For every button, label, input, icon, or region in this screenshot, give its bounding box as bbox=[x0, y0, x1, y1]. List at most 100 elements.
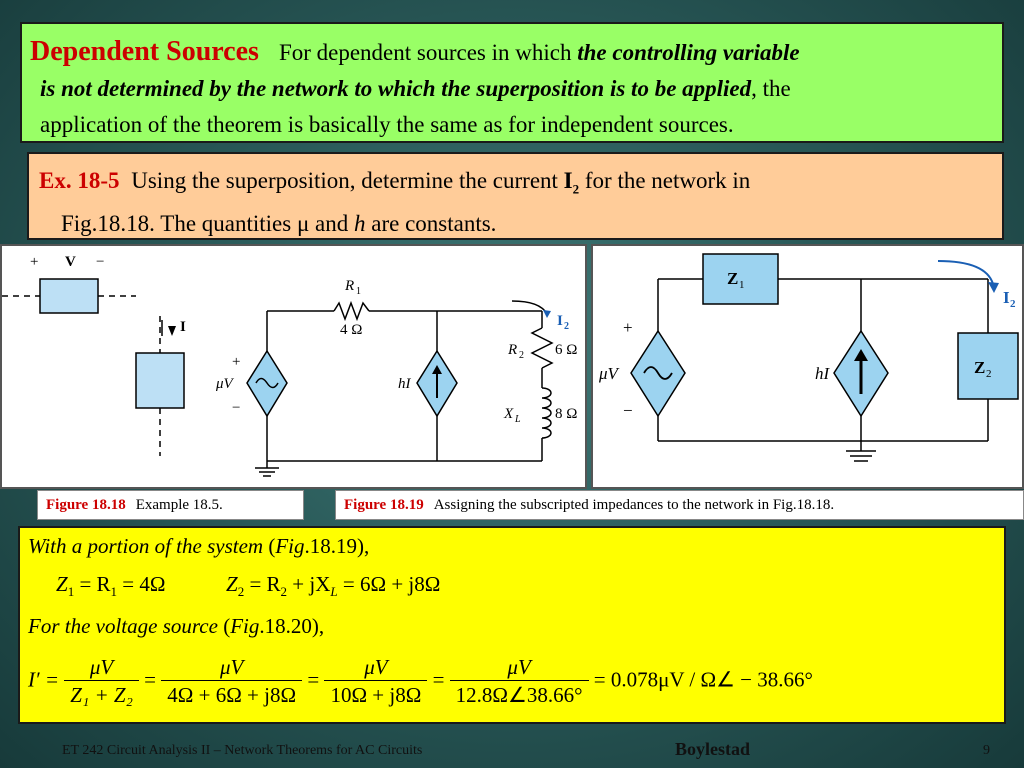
fig19-z2-sub: 2 bbox=[986, 368, 992, 380]
figure-18-19: Z 1 Z 2 I 2 + μV − hI bbox=[591, 244, 1024, 489]
fig19-i2: I bbox=[1003, 288, 1010, 307]
caption-left-label: Figure 18.18 bbox=[46, 497, 126, 513]
frac-4-den: 12.8Ω∠38.66° bbox=[455, 683, 583, 707]
solution-line3-fig: Fig bbox=[230, 614, 260, 638]
fig18-r1-val: 4 Ω bbox=[340, 322, 362, 338]
z1-symbol: Z bbox=[56, 572, 68, 596]
z2-eq: = R bbox=[249, 572, 281, 596]
solution-line-1: With a portion of the system (Fig.18.19)… bbox=[28, 534, 369, 559]
example-text-d: are constants. bbox=[365, 210, 497, 236]
fig18-r2-val: 6 Ω bbox=[555, 342, 577, 358]
r2-sub: 2 bbox=[280, 584, 288, 600]
solution-line3-italic: For the voltage source bbox=[28, 614, 218, 638]
z2-symbol: Z bbox=[226, 572, 238, 596]
fig18-mu-v: μV bbox=[215, 376, 235, 392]
i-prime: I′ = bbox=[28, 667, 60, 692]
frac-3-den: 10Ω + j8Ω bbox=[330, 683, 422, 707]
fig18-r2-sub: 2 bbox=[519, 350, 524, 361]
intro-text-a: For dependent sources in which bbox=[278, 40, 578, 65]
fig18-i: I bbox=[180, 319, 186, 335]
fig19-z1: Z bbox=[727, 269, 738, 288]
figure-18-19-caption: Figure 18.19 Assigning the subscripted im… bbox=[335, 490, 1024, 520]
r1-sub: 1 bbox=[110, 584, 118, 600]
example-box: Ex. 18-5 Using the superposition, determ… bbox=[27, 152, 1004, 240]
footer-page-number: 9 bbox=[983, 743, 990, 758]
fig18-xl-sub: L bbox=[514, 414, 521, 425]
z1-eq-b: = 4Ω bbox=[122, 572, 166, 596]
fig18-plus: + bbox=[30, 254, 38, 270]
caption-left-text: Example 18.5. bbox=[135, 497, 223, 513]
footer-course: ET 242 Circuit Analysis II – Network The… bbox=[62, 743, 423, 758]
intro-line-3: application of the theorem is basically … bbox=[40, 112, 734, 137]
intro-box: Dependent Sources For dependent sources i… bbox=[20, 22, 1004, 143]
z2-sub: 2 bbox=[237, 584, 245, 600]
fig18-i2-sub: 2 bbox=[564, 321, 569, 332]
solution-line3-b: .18.20), bbox=[259, 614, 325, 638]
frac-2-num: μV bbox=[161, 654, 303, 681]
fig19-i2-sub: 2 bbox=[1010, 298, 1016, 310]
fig18-i2: I bbox=[557, 313, 563, 329]
intro-bold-b: is not determined by the network to whic… bbox=[40, 76, 752, 101]
example-line-2: Fig.18.18. The quantities μ and h are co… bbox=[39, 207, 992, 241]
fig18-h-i: hI bbox=[398, 376, 412, 392]
figure-18-18: + V − I R 1 4 Ω R 2 6 Ω X L 8 Ω I 2 + μV… bbox=[0, 244, 587, 489]
fig18-r2: R bbox=[507, 342, 517, 358]
fig18-xl-val: 8 Ω bbox=[555, 406, 577, 422]
frac-4-num: μV bbox=[449, 654, 589, 681]
figure-18-18-diagram: + V − I R 1 4 Ω R 2 6 Ω X L 8 Ω I 2 + μV… bbox=[2, 254, 577, 477]
caption-right-label: Figure 18.19 bbox=[344, 497, 424, 513]
example-current-sub: 2 bbox=[572, 181, 580, 197]
fig18-r1-sub: 1 bbox=[356, 286, 361, 297]
frac-1-den: Z₁ + Z₂ bbox=[70, 683, 133, 707]
fig19-z1-sub: 1 bbox=[739, 279, 745, 291]
fig19-h-i: hI bbox=[815, 364, 831, 383]
example-label: Ex. 18-5 bbox=[39, 168, 120, 193]
solution-line-2: Z1 = R1 = 4Ω Z2 = R2 + jXL = 6Ω + j8Ω bbox=[56, 572, 440, 600]
solution-line3-a: ( bbox=[217, 614, 231, 638]
solution-line1-italic: With a portion of the system bbox=[28, 534, 264, 558]
frac-3-num: μV bbox=[324, 654, 428, 681]
figure-18-19-diagram: Z 1 Z 2 I 2 + μV − hI bbox=[598, 253, 1019, 462]
figure-18-18-caption: Figure 18.18 Example 18.5. bbox=[37, 490, 304, 520]
solution-line1-b: .18.19), bbox=[304, 534, 370, 558]
solution-line1-a: ( bbox=[263, 534, 276, 558]
frac-1-num: μV bbox=[64, 654, 139, 681]
fig18-src-minus: − bbox=[232, 400, 240, 416]
z2-eq-b: + jX bbox=[292, 572, 331, 596]
fig18-xl: X bbox=[503, 406, 514, 422]
fig18-minus: − bbox=[96, 254, 104, 270]
fig19-z2: Z bbox=[974, 358, 985, 377]
solution-line-3: For the voltage source (Fig.18.20), bbox=[28, 614, 324, 639]
fig18-v: V bbox=[65, 254, 76, 270]
solution-result: = 0.078μV / Ω∠ − 38.66° bbox=[593, 667, 813, 692]
xl-sub: L bbox=[330, 584, 338, 600]
z1-sub: 1 bbox=[67, 584, 75, 600]
intro-bold-a: the controlling variable bbox=[577, 40, 800, 65]
caption-right-text: Assigning the subscripted impedances to … bbox=[433, 497, 835, 513]
z2-eq-c: = 6Ω + j8Ω bbox=[342, 572, 441, 596]
fig19-mu-v: μV bbox=[598, 364, 621, 383]
intro-text-b: , the bbox=[751, 76, 791, 101]
footer-author: Boylestad bbox=[675, 739, 751, 759]
z1-eq: = R bbox=[79, 572, 111, 596]
example-h: h bbox=[354, 210, 366, 236]
intro-heading: Dependent Sources bbox=[30, 36, 259, 67]
eq-2: = bbox=[307, 667, 320, 692]
fig19-minus: − bbox=[623, 401, 633, 420]
example-current: I bbox=[563, 168, 573, 193]
fig18-src-plus: + bbox=[232, 354, 240, 370]
fig19-plus: + bbox=[623, 318, 633, 337]
fig18-r1: R bbox=[344, 278, 354, 294]
eq-3: = bbox=[432, 667, 445, 692]
example-text-c: Fig.18.18. The quantities μ and bbox=[61, 210, 354, 236]
example-text-b: for the network in bbox=[579, 168, 751, 193]
solution-box: With a portion of the system (Fig.18.19)… bbox=[18, 526, 1006, 724]
footer: ET 242 Circuit Analysis II – Network The… bbox=[0, 734, 1024, 768]
example-text-a: Using the superposition, determine the c… bbox=[131, 168, 564, 193]
frac-2-den: 4Ω + 6Ω + j8Ω bbox=[167, 683, 297, 707]
